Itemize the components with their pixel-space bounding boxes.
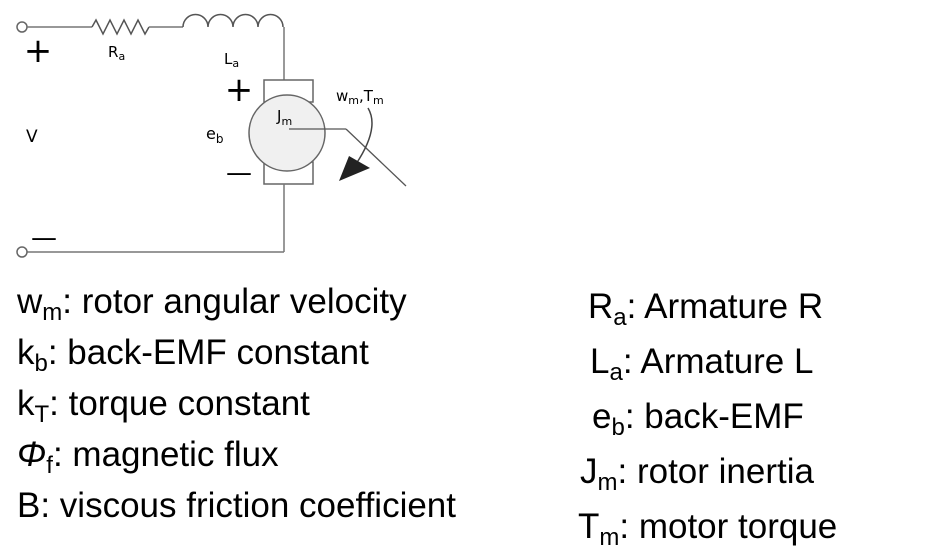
legend-symbol: k [17, 384, 35, 423]
legend-item-tm: Tm: motor torque [578, 505, 838, 551]
legend-description: : torque constant [49, 384, 310, 423]
plus-sign-motor: + [225, 70, 254, 110]
legend-subscript: m [42, 299, 63, 326]
wm-tm-label: wm,Tm [336, 87, 384, 107]
jm-label: Jm [276, 107, 292, 128]
legend-symbol: J [580, 452, 598, 491]
inductor-la [182, 13, 284, 28]
minus-sign-motor: — [226, 158, 252, 188]
rotation-arc [355, 107, 373, 165]
resistor-ra [91, 18, 150, 36]
legend-item-b: B: viscous friction coefficient [17, 484, 456, 527]
legend-description: : back-EMF [624, 397, 804, 436]
legend-description: : viscous friction coefficient [40, 486, 457, 525]
legend-item-kt: kT: torque constant [17, 382, 456, 428]
legend-description: : Armature R [626, 287, 824, 326]
shaft-diagonal-line [345, 128, 407, 187]
legend-symbol: e [592, 397, 612, 436]
legend-symbol: k [17, 333, 35, 372]
legend-symbol: Φ [17, 435, 47, 474]
legend-description: : Armature L [622, 342, 814, 381]
legend-description: : rotor angular velocity [62, 282, 407, 321]
terminal-bottom [16, 246, 28, 258]
legend-subscript: a [613, 304, 627, 331]
legend-subscript: a [609, 359, 623, 386]
legend-subscript: m [597, 469, 618, 496]
legend-symbol: w [17, 282, 43, 321]
legend-subscript: b [34, 350, 48, 377]
legend-subscript: f [46, 452, 53, 479]
la-label: La [224, 50, 239, 70]
legend-symbol: T [578, 507, 600, 546]
minus-sign-left: — [31, 223, 57, 253]
legend-symbol: L [590, 342, 610, 381]
legend-description: : back-EMF constant [47, 333, 369, 372]
eb-label: eb [206, 124, 223, 146]
legend-item-la: La: Armature L [578, 340, 837, 386]
legend-left: wm: rotor angular velocity kb: back-EMF … [17, 280, 456, 527]
legend-right: Ra: Armature R La: Armature L eb: back-E… [578, 285, 838, 551]
legend-item-phi: Φf: magnetic flux [17, 433, 456, 479]
legend-item-jm: Jm: rotor inertia [578, 450, 837, 496]
legend-description: : rotor inertia [617, 452, 814, 491]
legend-description: : magnetic flux [52, 435, 279, 474]
legend-subscript: b [611, 414, 625, 441]
legend-symbol: B [17, 486, 41, 525]
legend-item-ra: Ra: Armature R [578, 285, 837, 331]
rotation-arrowhead [339, 156, 370, 181]
legend-subscript: T [34, 401, 50, 428]
voltage-label: V [26, 127, 38, 147]
ra-label: Ra [108, 43, 125, 63]
legend-item-wm: wm: rotor angular velocity [17, 280, 456, 326]
legend-description: : motor torque [619, 507, 838, 546]
legend-subscript: m [599, 524, 620, 551]
dc-motor-circuit: + — V Ra La + — eb Jm wm,Tm [16, 13, 407, 258]
motor-rotor [248, 94, 326, 172]
plus-sign-left: + [24, 31, 53, 71]
legend-item-kb: kb: back-EMF constant [17, 331, 456, 377]
legend-item-eb: eb: back-EMF [578, 395, 837, 441]
legend-symbol: R [588, 287, 614, 326]
